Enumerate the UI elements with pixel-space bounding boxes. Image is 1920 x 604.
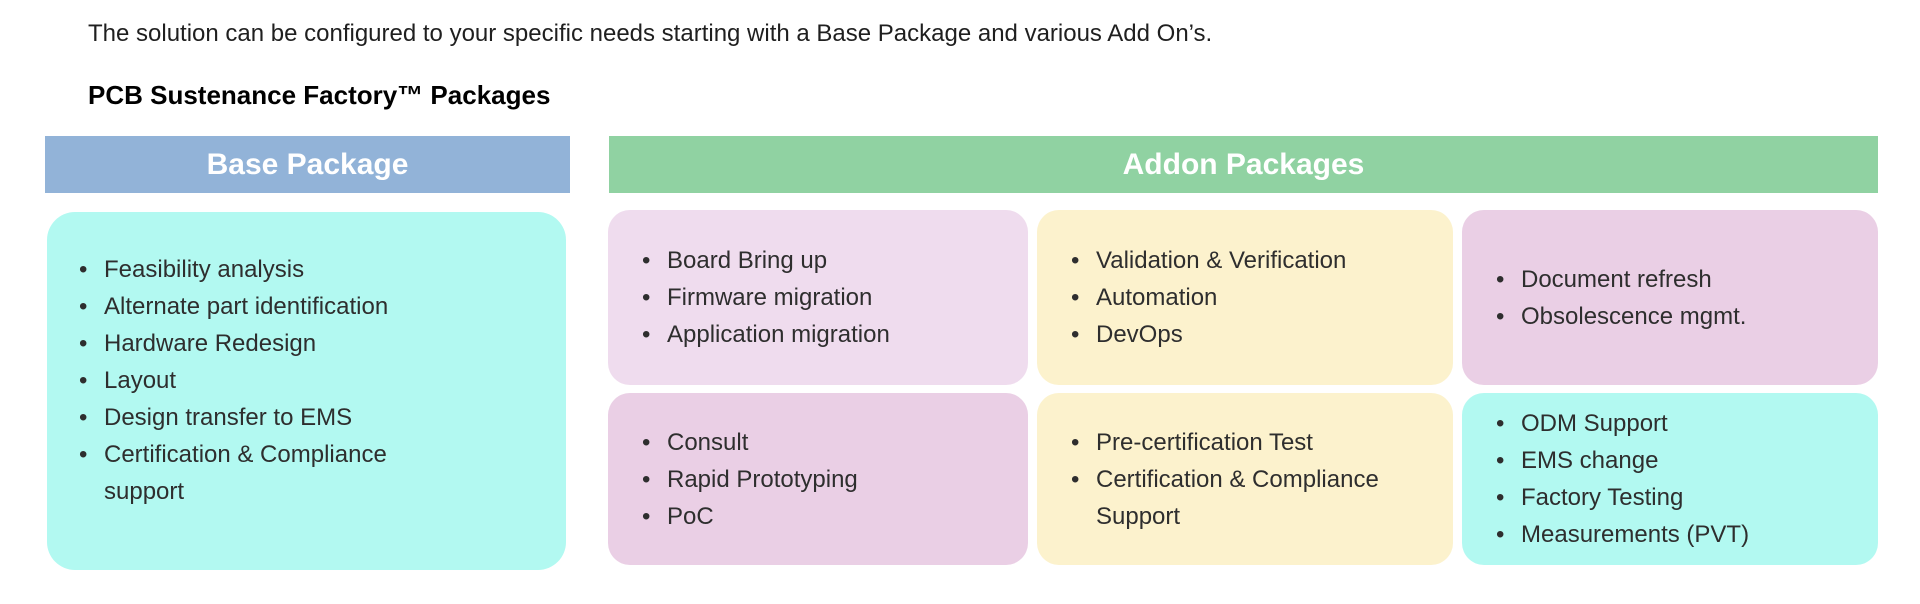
bullet-list: Consult Rapid Prototyping PoC (608, 393, 1028, 565)
list-item: Application migration (640, 316, 1012, 353)
bullet-list: Document refresh Obsolescence mgmt. (1462, 210, 1878, 385)
addon-box-certification: Pre-certification Test Certification & C… (1037, 393, 1453, 565)
list-item: DevOps (1069, 316, 1437, 353)
addon-box-board-bring-up: Board Bring up Firmware migration Applic… (608, 210, 1028, 385)
page-title: PCB Sustenance Factory™ Packages (88, 80, 551, 110)
list-item: EMS change (1494, 442, 1862, 479)
list-item: Measurements (PVT) (1494, 516, 1862, 553)
list-item: Factory Testing (1494, 479, 1862, 516)
list-item: Consult (640, 424, 1012, 461)
list-item: Obsolescence mgmt. (1494, 298, 1862, 335)
list-item: Design transfer to EMS (77, 399, 550, 436)
base-package-box: Feasibility analysis Alternate part iden… (47, 212, 566, 570)
list-item: Certification & Compliance support (77, 436, 550, 510)
list-item: Automation (1069, 279, 1437, 316)
list-item: Layout (77, 362, 550, 399)
list-item: ODM Support (1494, 405, 1862, 442)
addon-box-consulting: Consult Rapid Prototyping PoC (608, 393, 1028, 565)
list-item: PoC (640, 498, 1012, 535)
base-package-header: Base Package (45, 136, 570, 193)
list-item: Hardware Redesign (77, 325, 550, 362)
addon-packages-header: Addon Packages (609, 136, 1878, 193)
addon-box-validation: Validation & Verification Automation Dev… (1037, 210, 1453, 385)
list-item: Rapid Prototyping (640, 461, 1012, 498)
intro-text: The solution can be configured to your s… (88, 20, 1213, 47)
bullet-list: Pre-certification Test Certification & C… (1037, 393, 1453, 565)
list-item: Board Bring up (640, 242, 1012, 279)
base-package-list: Feasibility analysis Alternate part iden… (47, 212, 566, 604)
list-item: Alternate part identification (77, 288, 550, 325)
list-item: Feasibility analysis (77, 251, 550, 288)
addon-box-lifecycle: Document refresh Obsolescence mgmt. (1462, 210, 1878, 385)
bullet-list: ODM Support EMS change Factory Testing M… (1462, 393, 1878, 565)
list-item: Validation & Verification (1069, 242, 1437, 279)
addon-box-manufacturing: ODM Support EMS change Factory Testing M… (1462, 393, 1878, 565)
bullet-list: Board Bring up Firmware migration Applic… (608, 210, 1028, 385)
list-item: Firmware migration (640, 279, 1012, 316)
list-item: Certification & Compliance Support (1069, 461, 1437, 535)
list-item: Pre-certification Test (1069, 424, 1437, 461)
list-item: Document refresh (1494, 261, 1862, 298)
bullet-list: Validation & Verification Automation Dev… (1037, 210, 1453, 385)
